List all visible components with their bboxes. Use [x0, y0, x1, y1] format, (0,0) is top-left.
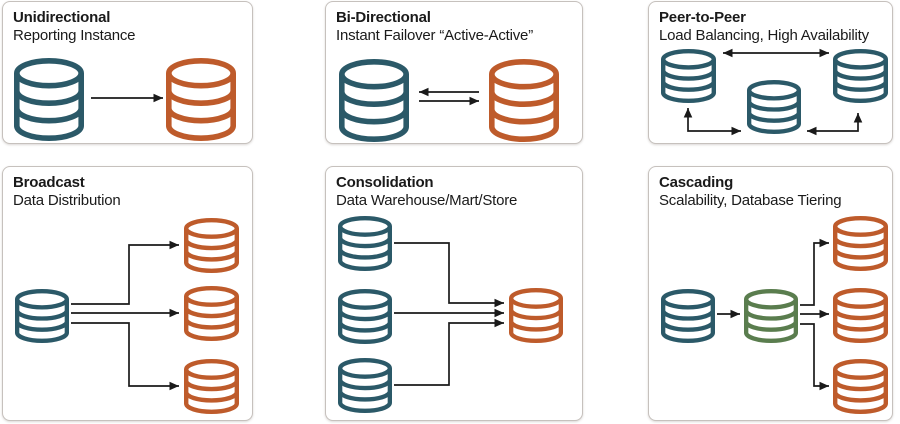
target-database-icon: [832, 287, 888, 343]
arrowhead-icon: [683, 108, 693, 118]
panel-title: Consolidation: [336, 174, 434, 191]
panel-consolidation: Consolidation Data Warehouse/Mart/Store: [325, 166, 583, 421]
target-database-icon: [832, 358, 888, 414]
arrowhead-icon: [494, 308, 504, 318]
flow-arrow: [419, 96, 479, 106]
panel-subtitle: Reporting Instance: [13, 27, 136, 44]
target-database-icon: [489, 58, 560, 142]
panel-header: Broadcast Data Distribution: [13, 174, 121, 210]
peer-database-icon: [747, 80, 802, 134]
arrowhead-icon: [819, 381, 829, 391]
panel-title: Bi-Directional: [336, 9, 431, 26]
target-database-icon: [183, 218, 239, 273]
panel-broadcast: Broadcast Data Distribution: [2, 166, 253, 421]
source-database-icon: [13, 57, 85, 141]
panel-peer-to-peer: Peer-to-Peer Load Balancing, High Availa…: [648, 1, 893, 144]
arrowhead-icon: [853, 113, 863, 123]
arrowhead-icon: [723, 48, 733, 58]
panel-cascading: Cascading Scalability, Database Tiering: [648, 166, 893, 421]
flow-arrow: [394, 308, 504, 318]
arrowhead-icon: [419, 87, 429, 97]
flow-arrow: [800, 238, 829, 306]
flow-arrow: [71, 240, 179, 305]
arrowhead-icon: [819, 309, 829, 319]
target-database-icon: [832, 216, 888, 271]
flow-arrow: [91, 93, 163, 103]
flow-arrow: [717, 309, 740, 319]
arrowhead-icon: [169, 308, 179, 318]
arrowhead-icon: [819, 48, 829, 58]
diagram-unidirectional: [13, 57, 237, 141]
flow-arrow: [394, 318, 504, 386]
peer-database-icon: [661, 48, 716, 103]
panel-title: Unidirectional: [13, 9, 111, 26]
flow-arrow: [800, 309, 829, 319]
peer-database-icon: [832, 48, 888, 103]
panel-subtitle: Instant Failover “Active-Active”: [336, 27, 533, 44]
target-database-icon: [509, 288, 564, 343]
target-database-icon: [166, 57, 237, 141]
arrowhead-icon: [169, 240, 179, 250]
panel-header: Bi-Directional Instant Failover “Active-…: [336, 9, 533, 45]
diagram-bi-directional: [338, 58, 560, 142]
arrowhead-icon: [807, 126, 817, 136]
source-database-icon: [337, 358, 393, 413]
flow-arrow: [71, 308, 179, 318]
flow-arrow: [419, 87, 479, 97]
diagram-broadcast: [14, 218, 239, 414]
panel-header: Peer-to-Peer Load Balancing, High Availa…: [659, 9, 869, 45]
arrowhead-icon: [494, 298, 504, 308]
arrowhead-icon: [169, 381, 179, 391]
panel-title: Cascading: [659, 174, 734, 191]
panel-title: Broadcast: [13, 174, 85, 191]
panel-bi-directional: Bi-Directional Instant Failover “Active-…: [325, 1, 583, 144]
flow-arrow: [800, 323, 829, 391]
arrowhead-icon: [494, 318, 504, 328]
panel-subtitle: Data Distribution: [13, 192, 121, 209]
source-database-icon: [338, 58, 410, 142]
arrowhead-icon: [153, 93, 163, 103]
diagram-consolidation: [337, 215, 564, 413]
flow-arrow: [394, 242, 504, 308]
flow-arrow: [683, 108, 741, 136]
arrowhead-icon: [469, 96, 479, 106]
flow-arrow: [71, 322, 179, 391]
target-database-icon: [183, 285, 239, 341]
diagram-peer-to-peer: [661, 48, 888, 136]
panel-header: Cascading Scalability, Database Tiering: [659, 174, 842, 210]
target-database-icon: [183, 358, 239, 414]
arrowhead-icon: [819, 238, 829, 248]
panel-header: Unidirectional Reporting Instance: [13, 9, 136, 45]
panel-header: Consolidation Data Warehouse/Mart/Store: [336, 174, 517, 210]
flow-arrow: [723, 48, 829, 58]
panel-subtitle: Load Balancing, High Availability: [659, 27, 869, 44]
source-database-icon: [660, 288, 716, 343]
arrowhead-icon: [731, 126, 741, 136]
panel-subtitle: Scalability, Database Tiering: [659, 192, 842, 209]
source-database-icon: [14, 288, 70, 343]
panel-unidirectional: Unidirectional Reporting Instance: [2, 1, 253, 144]
flow-arrow: [807, 113, 863, 136]
source-database-icon: [337, 215, 393, 271]
intermediate-database-icon: [744, 288, 799, 343]
arrowhead-icon: [730, 309, 740, 319]
panel-title: Peer-to-Peer: [659, 9, 746, 26]
diagram-cascading: [660, 216, 888, 414]
panel-subtitle: Data Warehouse/Mart/Store: [336, 192, 518, 209]
source-database-icon: [337, 289, 393, 344]
